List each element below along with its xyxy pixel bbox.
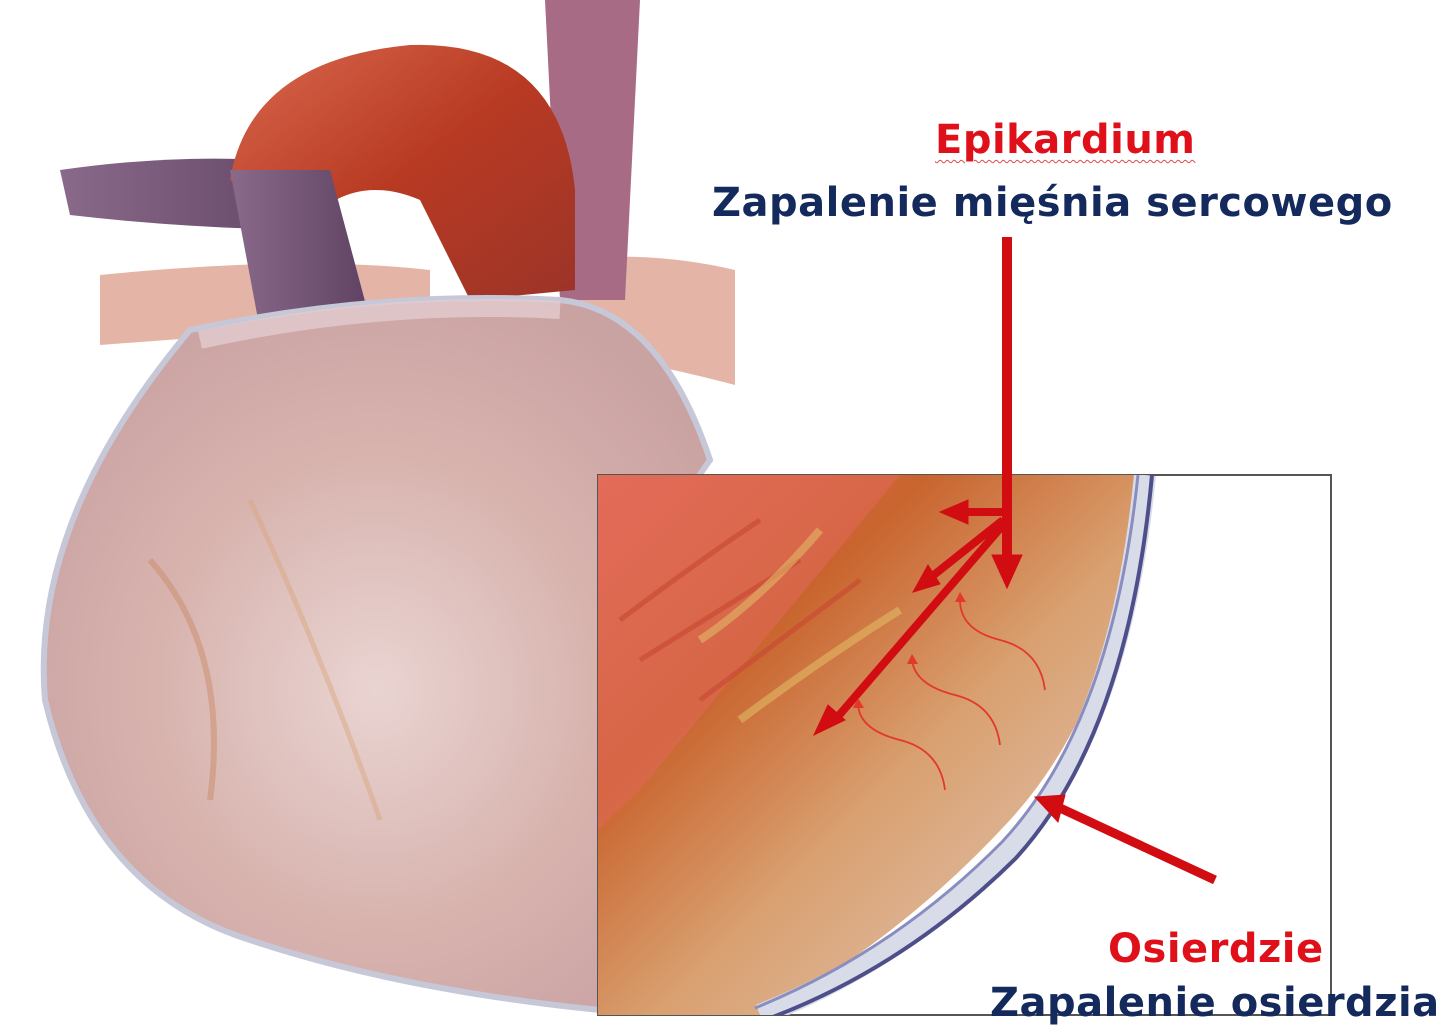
epikardium-subtitle: Zapalenie mięśnia sercowego — [712, 180, 1393, 226]
osierdzie-subtitle: Zapalenie osierdzia — [990, 980, 1440, 1026]
osierdzie-label: Osierdzie — [1108, 926, 1324, 972]
epikardium-label: Epikardium — [935, 117, 1196, 163]
